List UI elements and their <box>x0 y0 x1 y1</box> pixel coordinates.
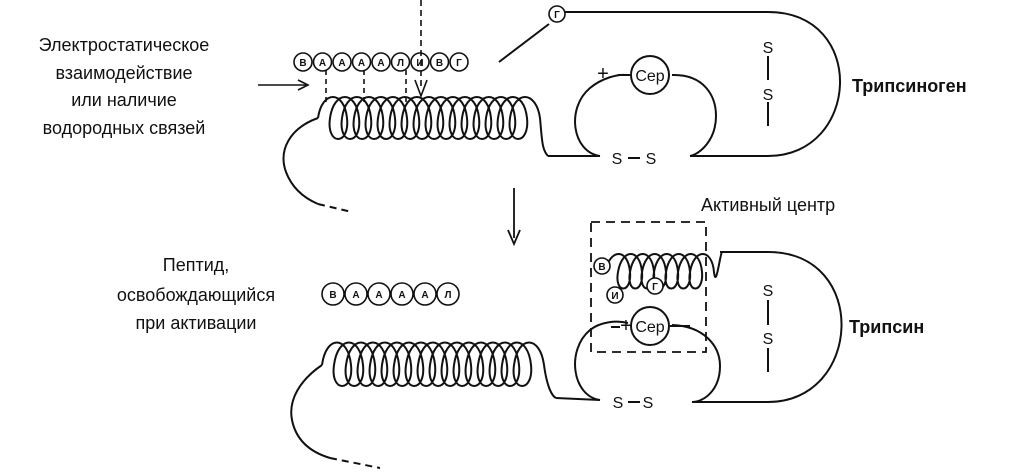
trypsin-tail <box>290 364 331 459</box>
svg-text:S: S <box>763 40 774 57</box>
trypsinogen-residue <box>351 52 372 72</box>
peptide-residue <box>321 282 345 306</box>
peptide-label: Пептид, освобождающийся при активации <box>117 255 275 333</box>
plus-charge: + <box>597 63 609 85</box>
trypsinogen-residue <box>312 52 333 72</box>
cleavage-arrow <box>414 0 428 99</box>
svg-text:Электростатическое: Электростатическое <box>39 35 210 55</box>
svg-text:освобождающийся: освобождающийся <box>117 285 275 305</box>
trypsinogen-serine-loop-right <box>671 73 718 157</box>
interaction-lines <box>325 70 407 103</box>
trypsinogen-big-loop <box>568 11 841 157</box>
trypsinogen-tail <box>282 117 319 205</box>
svg-text:S: S <box>646 151 657 168</box>
trypsinogen-residue-letter: В <box>436 58 443 69</box>
peptide-residue-letter: А <box>398 290 405 301</box>
trypsin-sulfur-labels: S S S S <box>613 283 774 412</box>
trypsinogen-helix <box>317 96 549 157</box>
svg-text:Г: Г <box>652 282 658 293</box>
active-center-label: Активный центр <box>701 195 835 215</box>
peptide-residue-letter: Л <box>444 290 451 301</box>
peptide-residue <box>344 282 368 306</box>
svg-text:Пептид,: Пептид, <box>163 255 230 275</box>
trypsinogen-residue-letter: В <box>299 58 306 69</box>
trypsinogen-tail-dashed <box>317 203 353 213</box>
plus-charge: + <box>620 315 632 337</box>
svg-text:S: S <box>643 395 654 412</box>
trypsinogen-structure <box>282 11 841 213</box>
trypsin-structure <box>290 251 843 469</box>
peptide-residue-letter: А <box>421 290 428 301</box>
svg-text:S: S <box>763 87 774 104</box>
trypsin-serine-loop <box>574 320 629 401</box>
trypsinogen-label: Трипсиноген <box>852 76 967 96</box>
svg-text:Г: Г <box>554 10 560 21</box>
active-center-residues: В И Г <box>593 257 664 304</box>
activation-arrow <box>507 188 521 247</box>
trypsinogen-residue <box>293 52 313 72</box>
peptide-residue <box>413 282 437 306</box>
interaction-arrow <box>258 79 310 91</box>
peptide-residue-letter: А <box>352 290 359 301</box>
peptide-residue <box>390 282 414 306</box>
svg-text:S: S <box>763 283 774 300</box>
trypsinogen-active-site: Сер + <box>597 55 670 95</box>
trypsin-helix <box>321 341 557 399</box>
trypsinogen-chain-link <box>498 23 550 63</box>
svg-text:И: И <box>611 291 618 302</box>
trypsin-label: Трипсин <box>849 317 924 337</box>
trypsinogen-residue-letter: А <box>319 58 326 69</box>
trypsinogen-residue-letter: Л <box>397 58 404 69</box>
trypsin-tail-dashed <box>329 457 381 469</box>
svg-text:при активации: при активации <box>136 313 257 333</box>
svg-text:или наличие: или наличие <box>71 90 177 110</box>
trypsinogen-sulfur-labels: S S S S <box>612 40 774 168</box>
svg-text:S: S <box>613 395 624 412</box>
svg-text:S: S <box>612 151 623 168</box>
svg-text:S: S <box>763 331 774 348</box>
trypsinogen-residue-letter: Г <box>456 58 462 69</box>
serine-label: Сер <box>635 68 664 85</box>
trypsin-active-site: Сер + <box>611 306 690 346</box>
svg-text:взаимодействие: взаимодействие <box>55 63 192 83</box>
svg-text:водородных связей: водородных связей <box>43 118 206 138</box>
trypsinogen-residue <box>410 52 430 72</box>
trypsinogen-residue <box>429 52 450 72</box>
trypsinogen-residue-letter: А <box>377 58 384 69</box>
trypsinogen-residue <box>449 52 469 72</box>
interaction-label: Электростатическое взаимодействие или на… <box>39 35 210 138</box>
trypsin-chain-bottom <box>555 397 601 401</box>
trypsin-serine-loop-right <box>671 324 722 403</box>
peptide-residue-letter: В <box>329 290 336 301</box>
trypsinogen-residue <box>371 52 391 72</box>
trypsinogen-top-residue: Г <box>548 5 566 23</box>
serine-label: Сер <box>635 319 664 336</box>
trypsin-center-helix <box>604 251 723 290</box>
trypsinogen-residue <box>332 52 352 72</box>
trypsinogen-residue-letter: И <box>416 58 423 69</box>
trypsinogen-residue-letter: А <box>358 58 365 69</box>
trypsinogen-serine-loop <box>574 73 627 157</box>
peptide-residue-letter: А <box>375 290 382 301</box>
trypsin-big-loop <box>720 251 843 403</box>
trypsinogen-residue <box>390 52 411 72</box>
peptide-residue <box>367 282 391 306</box>
svg-text:В: В <box>598 262 605 273</box>
peptide-residue <box>436 282 460 306</box>
trypsinogen-residue-letter: А <box>338 58 345 69</box>
active-center-box <box>590 221 707 353</box>
